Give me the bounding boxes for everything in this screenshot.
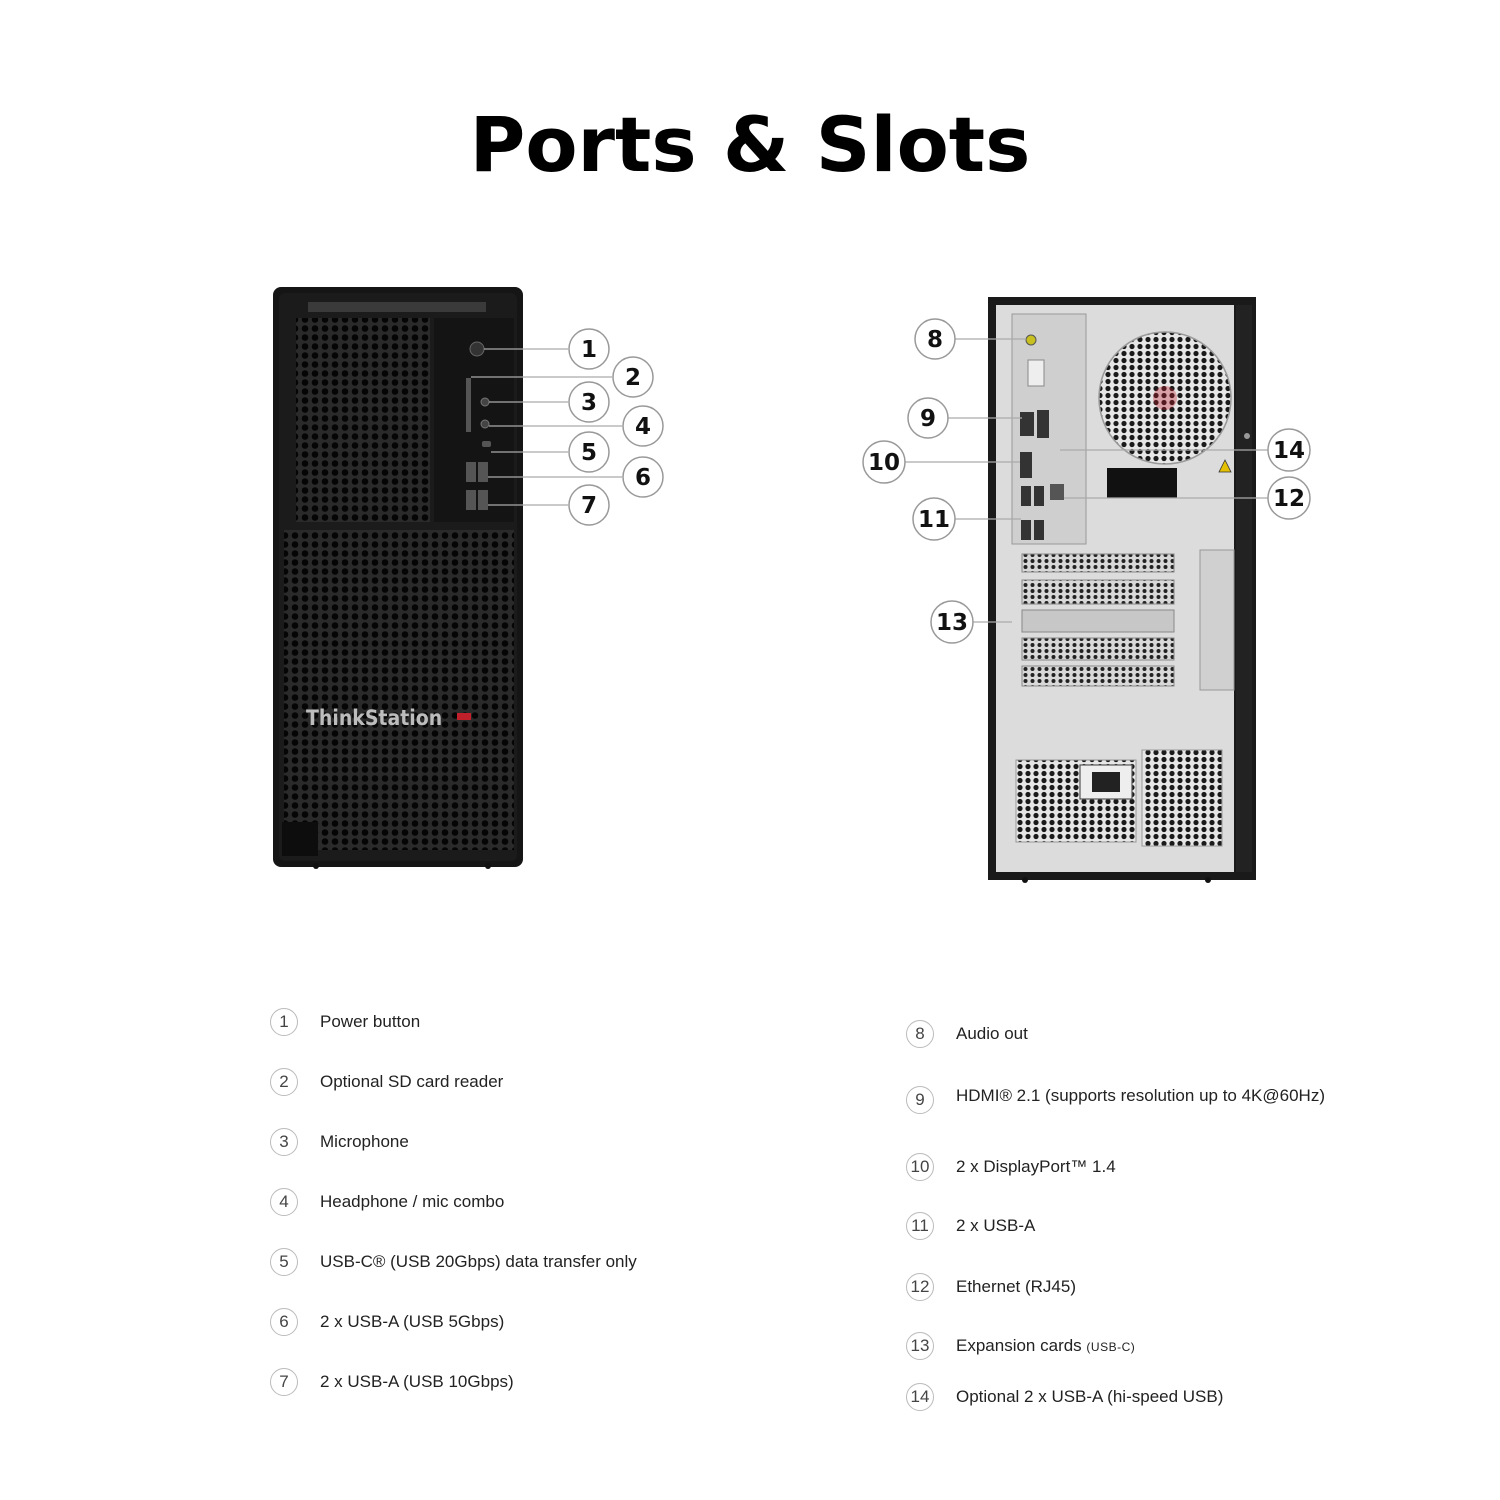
legend-label: Expansion cards (USB-C) [956, 1336, 1135, 1356]
svg-text:10: 10 [868, 450, 900, 476]
rear-usb-module [1107, 468, 1177, 498]
svg-text:6: 6 [635, 465, 651, 491]
legend-item-expansion-cards: 13 Expansion cards (USB-C) [906, 1330, 1135, 1362]
legend-number: 8 [906, 1020, 934, 1048]
rear-case [988, 297, 1256, 883]
legend-label: Optional 2 x USB-A (hi-speed USB) [956, 1387, 1224, 1406]
callout-8 [914, 318, 956, 360]
rear-callouts: 8 9 10 11 13 14 12 [862, 318, 1311, 644]
legend-label: Power button [320, 1012, 421, 1031]
displayport-icon [1020, 452, 1032, 478]
callout-5 [568, 431, 610, 473]
callout-14 [1267, 428, 1311, 472]
legend-number: 10 [906, 1153, 934, 1181]
power-button-icon [469, 341, 485, 357]
legend-label: 2 x USB-A [956, 1216, 1036, 1235]
legend-item-optional-usb-a: 14 Optional 2 x USB-A (hi-speed USB) [906, 1381, 1223, 1413]
thinkstation-logo: ThinkStation [306, 706, 442, 730]
legend-number: 6 [270, 1308, 298, 1336]
legend-label: USB-C® (USB 20Gbps) data transfer only [320, 1252, 637, 1271]
legend-number: 5 [270, 1248, 298, 1276]
svg-text:7: 7 [581, 493, 597, 519]
svg-text:4: 4 [635, 414, 651, 440]
legend-number: 12 [906, 1273, 934, 1301]
legend-number: 9 [906, 1086, 934, 1114]
ethernet-icon [1050, 484, 1064, 500]
callout-2 [612, 356, 654, 398]
legend-label: Ethernet (RJ45) [956, 1277, 1076, 1296]
callout-1 [568, 328, 610, 370]
legend-number: 3 [270, 1128, 298, 1156]
front-upper-vent [296, 318, 430, 522]
callout-7 [568, 484, 610, 526]
legend-label: 2 x USB-A (USB 5Gbps) [320, 1312, 505, 1331]
svg-text:9: 9 [920, 406, 936, 432]
callout-9 [907, 397, 949, 439]
legend-number: 7 [270, 1368, 298, 1396]
front-callouts: 1 2 3 4 5 6 7 [471, 328, 664, 526]
legend-number: 1 [270, 1008, 298, 1036]
svg-text:3: 3 [581, 390, 597, 416]
legend-item-sd-card-reader: 2 Optional SD card reader [270, 1066, 503, 1098]
callout-13 [930, 600, 974, 644]
legend-item-ethernet: 12 Ethernet (RJ45) [906, 1271, 1076, 1303]
svg-text:12: 12 [1273, 486, 1305, 512]
callout-3 [568, 381, 610, 423]
legend-label: Optional SD card reader [320, 1072, 504, 1091]
svg-text:2: 2 [625, 365, 641, 391]
svg-text:14: 14 [1273, 438, 1305, 464]
svg-text:1: 1 [581, 337, 597, 363]
svg-text:13: 13 [936, 610, 968, 636]
callout-6 [622, 456, 664, 498]
red-badge-icon [457, 713, 471, 720]
legend-label: Microphone [320, 1132, 409, 1151]
front-lower-vent [284, 530, 514, 850]
legend-number: 2 [270, 1068, 298, 1096]
callout-12 [1267, 476, 1311, 520]
legend-label: Headphone / mic combo [320, 1192, 505, 1211]
usb-a-icon [1021, 520, 1031, 540]
svg-text:5: 5 [581, 440, 597, 466]
legend-number: 4 [270, 1188, 298, 1216]
legend-item-hdmi: 9 HDMI® 2.1 (supports resolution up to 4… [906, 1084, 1325, 1116]
legend-number: 13 [906, 1332, 934, 1360]
legend-number: 14 [906, 1383, 934, 1411]
legend-item-usb-c: 5 USB-C® (USB 20Gbps) data transfer only [270, 1246, 637, 1278]
expansion-slots [1021, 549, 1235, 691]
sd-slot-icon [466, 378, 471, 432]
front-case: ThinkStation [273, 287, 523, 869]
legend-item-displayport: 10 2 x DisplayPort™ 1.4 [906, 1151, 1116, 1183]
callout-4 [622, 405, 664, 447]
callout-10 [862, 440, 906, 484]
legend-item-microphone: 3 Microphone [270, 1126, 409, 1158]
audio-out-icon [1025, 334, 1037, 346]
legend-number: 11 [906, 1212, 934, 1240]
page-title: Ports & Slots [469, 100, 1031, 189]
callout-11 [912, 497, 956, 541]
legend-item-power-button: 1 Power button [270, 1006, 420, 1038]
hdmi-port-icon [1020, 412, 1034, 436]
legend-item-usb-a: 11 2 x USB-A [906, 1210, 1035, 1242]
expansion-cards-suffix: (USB-C) [1086, 1340, 1136, 1354]
expansion-cards-text: Expansion cards [956, 1336, 1082, 1355]
svg-text:8: 8 [927, 327, 943, 353]
ports-diagram: ThinkStation 1 2 3 4 5 [273, 287, 1311, 883]
legend-item-headphone-mic: 4 Headphone / mic combo [270, 1186, 504, 1218]
legend-item-usb-a-10gbps: 7 2 x USB-A (USB 10Gbps) [270, 1366, 514, 1398]
legend-label: 2 x DisplayPort™ 1.4 [956, 1157, 1116, 1176]
legend-label: Audio out [956, 1024, 1028, 1043]
legend-label: HDMI® 2.1 (supports resolution up to 4K@… [956, 1086, 1325, 1105]
legend-item-usb-a-5gbps: 6 2 x USB-A (USB 5Gbps) [270, 1306, 504, 1338]
svg-text:11: 11 [918, 507, 950, 533]
legend-label: 2 x USB-A (USB 10Gbps) [320, 1372, 514, 1391]
legend-item-audio-out: 8 Audio out [906, 1018, 1028, 1050]
rear-fan [1098, 331, 1232, 465]
